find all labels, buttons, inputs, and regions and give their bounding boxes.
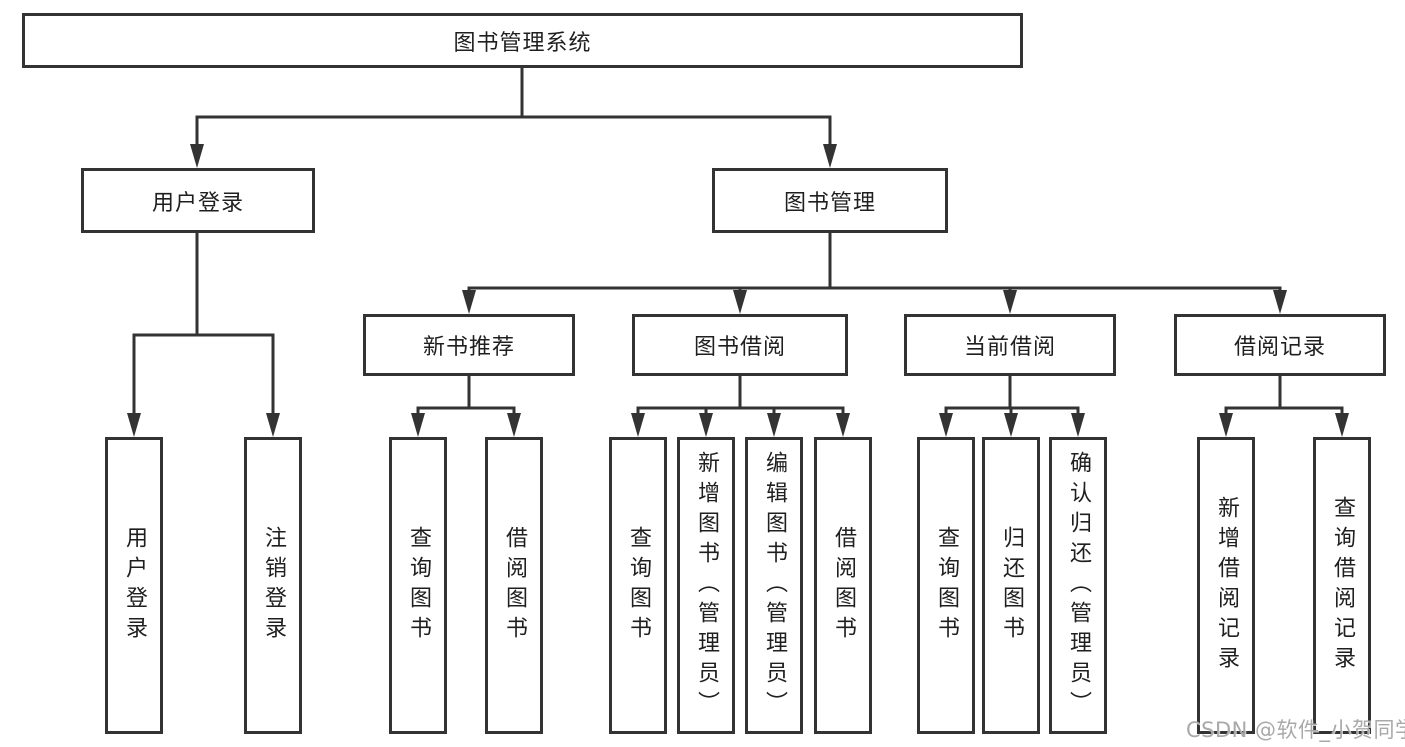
leaf-query-books-recommendation: 查询图书: [389, 437, 447, 734]
leaf-add-borrow-record: 新增借阅记录: [1197, 437, 1255, 734]
node-user-login: 用户登录: [81, 168, 315, 233]
node-library-management-system: 图书管理系统: [22, 13, 1023, 68]
leaf-query-books-borrowing: 查询图书: [609, 437, 667, 734]
leaf-borrow-books-recommendation: 借阅图书: [485, 437, 543, 734]
node-borrowing-records: 借阅记录: [1174, 314, 1386, 376]
leaf-user-login: 用户登录: [105, 437, 163, 734]
leaf-add-books-admin: 新增图书（管理员）: [677, 437, 735, 734]
leaf-edit-books-admin: 编辑图书（管理员）: [745, 437, 803, 734]
node-book-borrowing: 图书借阅: [632, 314, 848, 376]
leaf-confirm-return-admin: 确认归还（管理员）: [1049, 437, 1107, 734]
leaf-return-books: 归还图书: [982, 437, 1040, 734]
leaf-query-books-current: 查询图书: [917, 437, 975, 734]
watermark: CSDN @软件_小贺同学: [1186, 718, 1405, 742]
node-current-borrowing: 当前借阅: [904, 314, 1116, 376]
arrowheads: [127, 144, 1349, 437]
node-book-management: 图书管理: [712, 168, 948, 233]
leaf-query-borrow-record: 查询借阅记录: [1313, 437, 1371, 734]
leaf-borrow-books: 借阅图书: [814, 437, 872, 734]
leaf-logout: 注销登录: [244, 437, 302, 734]
node-new-book-recommendation: 新书推荐: [363, 314, 575, 376]
